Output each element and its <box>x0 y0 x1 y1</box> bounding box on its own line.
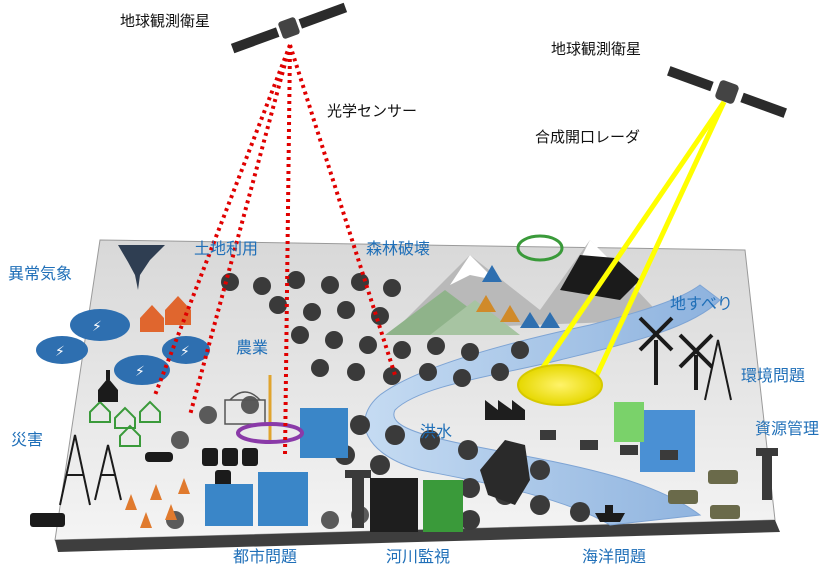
radar-beams <box>517 100 727 406</box>
category-abnormal-weather: 異常気象 <box>8 264 73 283</box>
conifer-trees <box>476 265 560 328</box>
optical-sensor-beams <box>153 44 397 456</box>
svg-text:⚡: ⚡ <box>135 364 145 380</box>
category-environmental-issues: 環境問題 <box>741 366 806 385</box>
excavators-icon <box>540 430 678 460</box>
village-houses <box>89 400 161 447</box>
category-disaster: 災害 <box>11 430 44 449</box>
burning-houses-icon <box>140 296 191 332</box>
church-icon <box>98 370 118 402</box>
category-resource-management: 資源管理 <box>755 419 820 438</box>
category-landslide: 地すべり <box>670 294 733 313</box>
radio-towers-icon <box>59 434 122 506</box>
lattice-tower-icon <box>704 339 732 401</box>
optical-satellite-label: 地球観測衛星 <box>120 12 211 30</box>
weather-cloud-icon <box>516 234 564 262</box>
control-tower-icon <box>345 448 778 528</box>
category-flood: 洪水 <box>420 422 453 441</box>
svg-text:⚡: ⚡ <box>55 344 65 360</box>
traffic-cones-icon <box>125 478 190 528</box>
factory-icon <box>485 400 525 420</box>
category-ocean-issues: 海洋問題 <box>582 547 647 566</box>
radar-sensor-label: 合成開口レーダ <box>535 128 641 146</box>
train-icon <box>30 513 65 527</box>
windmills-icon <box>638 316 714 390</box>
volcano-icon <box>560 255 640 300</box>
buses-icon <box>145 448 258 488</box>
city-buildings <box>205 402 695 532</box>
dam-icon <box>480 440 530 505</box>
radar-satellite-icon <box>667 66 787 118</box>
tv-tower-icon <box>236 375 304 444</box>
ship-icon <box>595 505 625 522</box>
tornado-icon <box>118 245 165 290</box>
category-urban-issues: 都市問題 <box>233 547 298 566</box>
tanks-icon <box>668 470 740 519</box>
optical-sensor-label: 光学センサー <box>327 102 418 120</box>
svg-text:⚡: ⚡ <box>180 344 190 360</box>
tree-cluster-north <box>221 271 529 387</box>
storm-clouds-icon: ⚡ ⚡ ⚡ ⚡ <box>36 309 210 385</box>
category-agriculture: 農業 <box>236 338 269 357</box>
category-forest-destruction: 森林破壊 <box>366 239 431 258</box>
svg-text:⚡: ⚡ <box>92 319 102 335</box>
government-building-icon <box>224 391 266 425</box>
optical-satellite-icon <box>230 2 348 54</box>
radar-satellite-label: 地球観測衛星 <box>551 40 642 58</box>
category-river-monitoring: 河川監視 <box>386 547 451 566</box>
category-land-use: 土地利用 <box>194 239 259 258</box>
